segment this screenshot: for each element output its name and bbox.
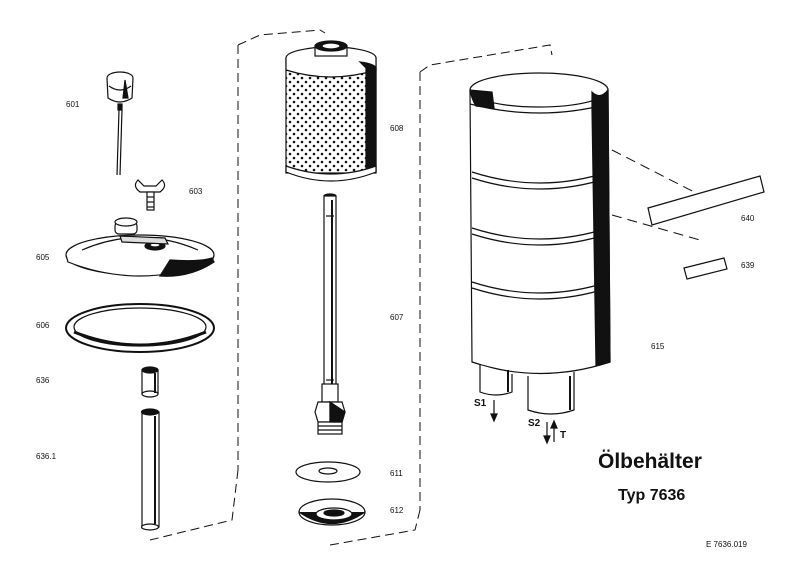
flow-arrows [490,400,558,445]
leader-lines [611,149,701,241]
label-636-1: 636.1 [36,452,57,461]
washer-611 [295,461,361,483]
label-601: 601 [66,100,80,109]
drawing-title: Ölbehälter [598,450,702,473]
flow-label-t: T [560,430,567,441]
lid-605 [65,217,215,277]
bracket-tank-assembly [329,44,553,546]
label-607: 607 [390,313,404,322]
label-606: 606 [36,321,50,330]
long-tube-636-1 [140,408,160,531]
drawing-number: E 7636.019 [706,540,747,549]
filter-cartridge-608 [285,40,377,182]
short-tube-636 [141,366,159,398]
strip-640 [647,175,765,226]
tank-body-615 [469,72,611,415]
label-615: 615 [651,342,665,351]
label-640: 640 [741,214,755,223]
flow-label-s2: S2 [528,418,541,429]
label-603: 603 [189,187,203,196]
label-639: 639 [741,261,755,270]
label-611: 611 [390,469,403,478]
gasket-606 [65,303,215,353]
label-636: 636 [36,376,50,385]
strip-639 [683,257,728,280]
center-pipe-607 [314,193,346,435]
bracket-filter-assembly [149,29,326,541]
label-608: 608 [390,124,404,133]
label-612: 612 [390,506,404,515]
seal-cup-612 [298,498,366,526]
flow-label-s1: S1 [474,398,487,409]
drawing-subtitle: Typ 7636 [618,487,686,504]
label-605: 605 [36,253,50,262]
dipstick-601 [106,71,134,176]
wing-screw-603 [134,179,166,211]
